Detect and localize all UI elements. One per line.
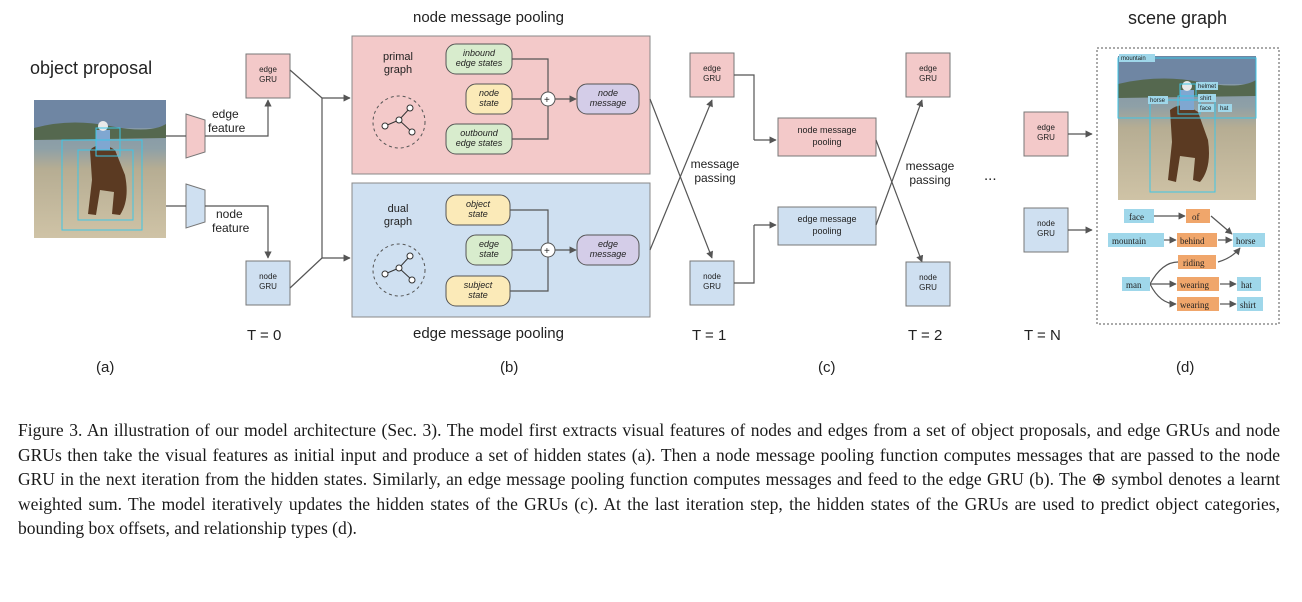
svg-text:+: + (544, 95, 550, 106)
photo-proposal (34, 100, 166, 238)
label-b: (b) (500, 359, 518, 376)
title-object-proposal: object proposal (30, 58, 152, 78)
label-d: (d) (1176, 359, 1194, 376)
primal-graph-icon (372, 95, 426, 149)
svg-text:of: of (1192, 212, 1200, 222)
scene-graph: face of mountain behind horse riding man… (1108, 209, 1265, 311)
svg-text:hat: hat (1241, 280, 1252, 290)
node-man (1122, 277, 1150, 291)
node-gru-t0 (245, 260, 291, 306)
svg-text:shirt: shirt (1200, 96, 1212, 102)
rel-riding (1178, 255, 1216, 269)
node-shirt (1237, 297, 1263, 311)
time-t1: T = 1 (692, 327, 726, 344)
figure-caption: Figure 3. An illustration of our model a… (18, 420, 1280, 538)
node-message (576, 83, 640, 115)
edge-gru-t1 (689, 52, 735, 98)
title-edge-message-pooling: edge message pooling (413, 325, 564, 342)
node-gru-t1 (689, 260, 735, 306)
svg-text:helmet: helmet (1198, 84, 1216, 90)
svg-text:face: face (1129, 212, 1144, 222)
title-node-message-pooling: node message pooling (413, 9, 564, 26)
scene-graph-frame (1096, 47, 1280, 325)
label-c: (c) (818, 359, 836, 376)
svg-text:hat: hat (1220, 106, 1229, 112)
edge-gru-t2 (905, 52, 951, 98)
rel-of (1186, 209, 1210, 223)
svg-text:riding: riding (1183, 258, 1205, 268)
label-a: (a) (96, 359, 114, 376)
title-scene-graph: scene graph (1128, 8, 1227, 28)
svg-text:behind: behind (1180, 236, 1205, 246)
ellipsis: ... (984, 167, 997, 184)
edge-feature-block (185, 113, 206, 159)
time-t2: T = 2 (908, 327, 942, 344)
svg-text:mountain: mountain (1121, 56, 1146, 62)
node-gru-tn (1023, 207, 1069, 253)
dual-graph-icon (372, 243, 426, 297)
rel-behind (1177, 233, 1217, 247)
node-message-pooling-box (777, 117, 877, 157)
node-horse (1233, 233, 1265, 247)
svg-text:horse: horse (1236, 236, 1256, 246)
svg-text:wearing: wearing (1180, 300, 1209, 310)
svg-text:face: face (1200, 106, 1212, 112)
node-face (1124, 209, 1154, 223)
node-gru-t2 (905, 261, 951, 307)
svg-text:man: man (1126, 280, 1142, 290)
svg-text:horse: horse (1150, 98, 1166, 104)
edge-message (576, 234, 640, 266)
node-hat (1237, 277, 1261, 291)
edge-gru-t0 (245, 53, 291, 99)
node-mountain (1108, 233, 1164, 247)
node-feature-block (185, 183, 206, 229)
svg-text:mountain: mountain (1112, 236, 1146, 246)
svg-text:+: + (544, 246, 550, 257)
svg-text:wearing: wearing (1180, 280, 1209, 290)
rel-wearing-2 (1177, 297, 1219, 311)
svg-text:shirt: shirt (1240, 300, 1257, 310)
rel-wearing-1 (1177, 277, 1219, 291)
time-tn: T = N (1024, 327, 1061, 344)
scene-photo: mountain helmet horse shirt face hat (1117, 54, 1257, 200)
edge-message-pooling-box (777, 206, 877, 246)
time-t0: T = 0 (247, 327, 281, 344)
edge-gru-tn (1023, 111, 1069, 157)
